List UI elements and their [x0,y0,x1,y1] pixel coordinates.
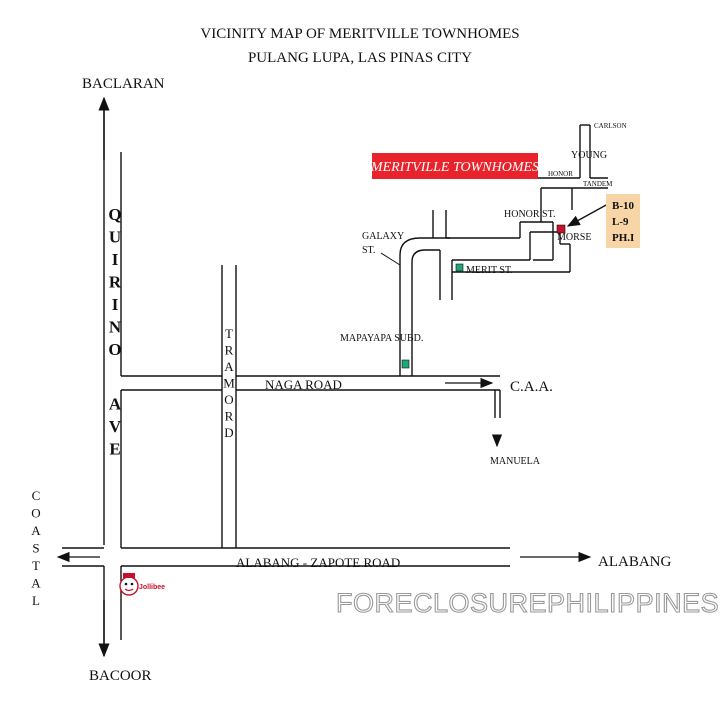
quirino-ave-road [103,108,122,648]
coastal-letter: L [32,593,40,608]
honor-street-road [519,124,608,272]
lot-pointer-arrow-icon [566,203,609,227]
mapayapa-label: MAPAYAPA SUBD. [340,333,423,344]
watermark: FORECLOSUREPHILIPPINES.COM [336,588,720,618]
merit-street-road [446,237,570,273]
quirino-letter: U [109,228,121,247]
tramo-road [221,265,237,548]
coastal-letter: S [32,541,39,556]
map-title: VICINITY MAP OF MERITVILLE TOWNHOMES [200,26,519,42]
jollibee-bee-icon [119,576,139,596]
project-banner: MERITVILLE TOWNHOMES [370,153,539,179]
lot-number: L-9 [612,216,629,228]
tramo-letter: O [224,392,233,407]
coastal-letter: C [32,488,41,503]
young-label: YOUNG [571,150,607,161]
coastal-letter: T [32,558,40,573]
carlson-label: CARLSON [594,122,627,130]
coastal-letter: A [31,576,41,591]
honor-small-label: HONOR [548,170,573,178]
mapayapa-marker [401,359,410,369]
coastal-letter: O [31,506,40,521]
project-location-marker [556,224,566,234]
tramo-letter: D [224,425,233,440]
quirino-letter: I [112,250,119,269]
honor-label: HONOR ST. [504,209,555,220]
quirino-letter: R [109,273,122,292]
tandem-label: TANDEM [583,180,613,188]
dest-caa: C.A.A. [510,379,553,395]
quirino-letter: E [109,440,120,459]
tramo-letter: R [225,343,234,358]
dest-manuela: MANUELA [490,456,541,467]
tramo-letter: M [223,376,235,391]
galaxy-label-1: GALAXY [362,231,404,242]
jollibee-logo: Jollibee [119,573,165,596]
galaxy-pointer [380,252,401,266]
tramo-letter: R [225,409,234,424]
quirino-letter: V [109,417,122,436]
galaxy-label-2: ST. [362,245,375,256]
project-name: MERITVILLE TOWNHOMES [370,160,539,175]
morse-label: MORSE [557,232,591,243]
merit-label: MERIT ST. [466,265,513,276]
tramo-letter: A [224,359,234,374]
quirino-letter: N [109,318,122,337]
quirino-letter: Q [108,205,121,224]
lot-phase: PH.I [612,232,634,244]
quirino-letter: A [109,395,122,414]
dest-baclaran: BACLARAN [82,76,165,92]
dest-bacoor: BACOOR [89,668,152,684]
merit-street-marker [455,263,464,272]
jollibee-label: Jollibee [139,584,165,591]
naga-road-label: NAGA ROAD [265,377,342,392]
tramo-letter: T [225,326,233,341]
coastal-letter: A [31,523,41,538]
alabang-zapote-road [62,547,510,567]
lot-block: B-10 [612,200,635,212]
dest-alabang: ALABANG [598,554,671,570]
quirino-letter: O [108,340,121,359]
naga-road [121,375,501,418]
galaxy-street-road [399,210,453,376]
alabang-zapote-label: ALABANG - ZAPOTE ROAD [236,555,400,570]
map-subtitle: PULANG LUPA, LAS PINAS CITY [248,50,472,66]
lot-info-box: B-10 L-9 PH.I [606,194,640,248]
quirino-letter: I [112,295,119,314]
